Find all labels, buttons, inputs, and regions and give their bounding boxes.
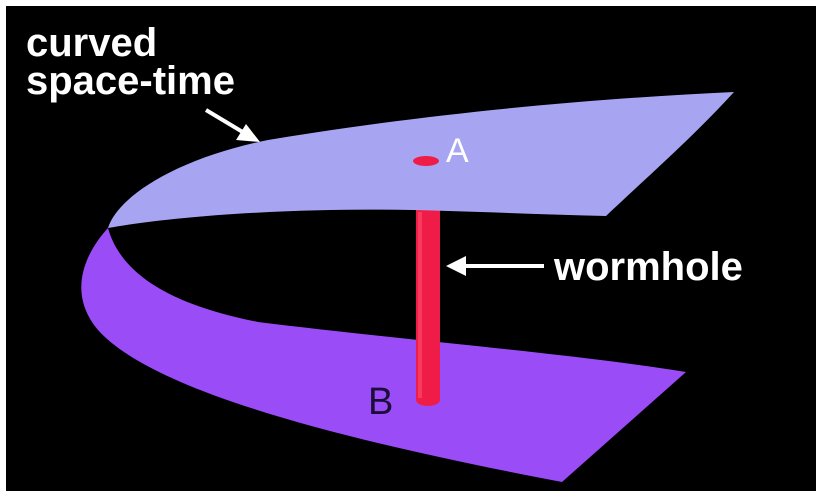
point-a-marker <box>413 156 439 166</box>
label-space-time: space-time <box>26 59 235 103</box>
wormhole-arrow <box>446 256 544 276</box>
curved-spacetime-arrow <box>204 108 260 142</box>
lower-spacetime-sheet <box>81 228 686 482</box>
label-point-b: B <box>368 381 393 423</box>
label-wormhole: wormhole <box>553 245 743 289</box>
label-point-a: A <box>446 132 469 170</box>
wormhole-tube <box>416 210 440 406</box>
label-curved: curved <box>26 21 157 65</box>
